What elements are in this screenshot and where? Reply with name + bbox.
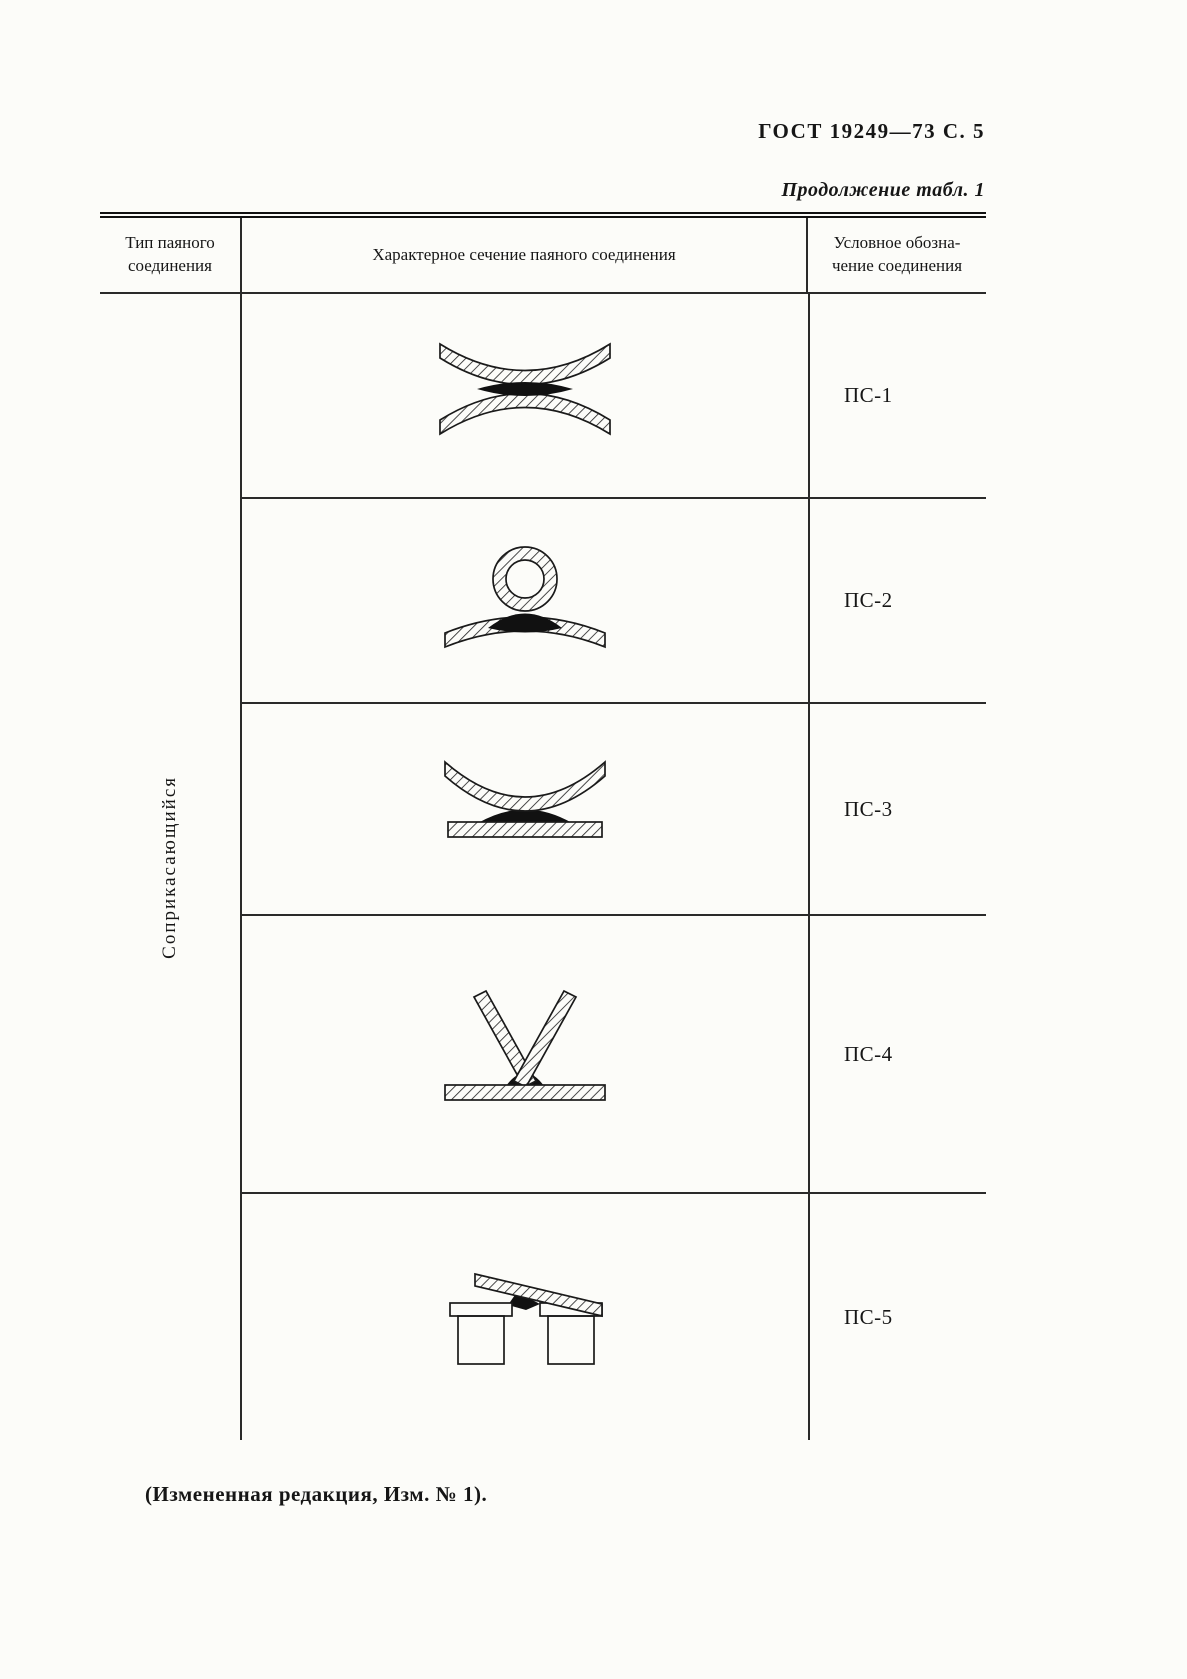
cross-section-cell bbox=[240, 916, 808, 1192]
left-block-flange bbox=[449, 1301, 513, 1317]
table-header-row: Тип паяного соединения Характерное сечен… bbox=[100, 218, 986, 294]
joint-type-group-label: Соприкасающийся bbox=[159, 775, 180, 959]
amendment-note: (Измененная редакция, Изм. № 1). bbox=[145, 1482, 488, 1506]
lower-curved-plate bbox=[439, 392, 611, 436]
solder-fillet bbox=[477, 381, 573, 396]
designation-cell: ПС-5 bbox=[808, 1194, 986, 1440]
tube-bore bbox=[505, 559, 545, 599]
flat-base-plate bbox=[447, 820, 603, 838]
column-header-joint-type: Тип паяного соединения bbox=[125, 233, 215, 275]
table-row: ПС-2 bbox=[240, 499, 986, 704]
ps-3-drawing-curved-plate-on-flat-plate-icon bbox=[444, 759, 606, 838]
table-body: Соприкасающийся bbox=[100, 294, 986, 1440]
designation-cell: ПС-4 bbox=[808, 916, 986, 1192]
joint-type-group-cell: Соприкасающийся bbox=[100, 294, 240, 1440]
ps-5-drawing-slanted-plate-on-blocks-icon bbox=[449, 1272, 603, 1365]
cross-section-cell bbox=[240, 704, 808, 914]
solder-fillet bbox=[488, 613, 562, 633]
gost-standard-header: ГОСТ 19249—73 С. 5 bbox=[758, 119, 985, 143]
table-continuation-caption: Продолжение табл. 1 bbox=[781, 179, 985, 201]
left-block-body bbox=[457, 1314, 505, 1365]
table-row: ПС-3 bbox=[240, 704, 986, 916]
table-row: ПС-1 bbox=[240, 294, 986, 499]
slanted-plate bbox=[474, 1272, 603, 1317]
cross-section-cell bbox=[240, 294, 808, 497]
upper-curved-plate bbox=[439, 341, 611, 385]
ps-4-drawing-angled-plates-on-flat-plate-icon bbox=[444, 989, 606, 1101]
curved-base-plate bbox=[444, 616, 606, 649]
ps-2-drawing-tube-on-curved-plate-icon bbox=[444, 546, 606, 649]
joint-types-table: Тип паяного соединения Характерное сечен… bbox=[100, 212, 986, 1440]
column-header-cross-section: Характерное сечение паяного соединения bbox=[240, 218, 808, 292]
table-rows: ПС-1 bbox=[240, 294, 986, 1440]
designation-cell: ПС-1 bbox=[808, 294, 986, 497]
left-angled-plate bbox=[472, 989, 538, 1089]
right-block-body bbox=[547, 1314, 595, 1365]
ps-1-drawing-two-curved-plates-icon bbox=[439, 341, 611, 436]
designation-cell: ПС-3 bbox=[808, 704, 986, 914]
cross-section-cell bbox=[240, 499, 808, 702]
table-row: ПС-4 bbox=[240, 916, 986, 1194]
curved-upper-plate bbox=[444, 759, 606, 812]
flat-base-plate bbox=[444, 1084, 606, 1101]
table-row: ПС-5 bbox=[240, 1194, 986, 1440]
designation-cell: ПС-2 bbox=[808, 499, 986, 702]
right-angled-plate bbox=[512, 989, 578, 1089]
solder-fillet bbox=[478, 809, 572, 823]
column-header-designation: Условное обозна- чение соединения bbox=[831, 233, 963, 275]
cross-section-cell bbox=[240, 1194, 808, 1440]
